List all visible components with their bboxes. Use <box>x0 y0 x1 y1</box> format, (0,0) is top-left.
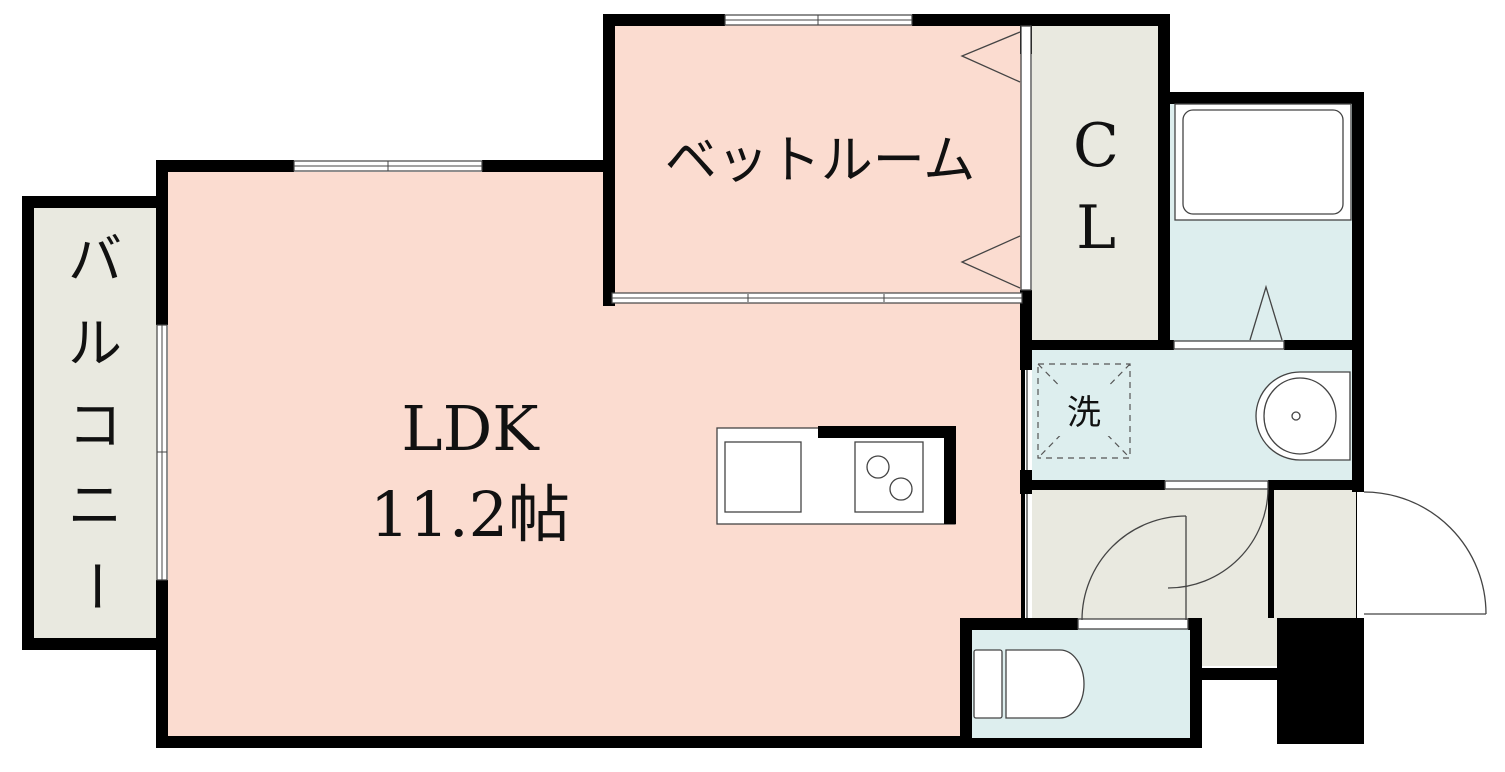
balcony-char-5: ー <box>64 559 127 613</box>
stove-burner-1 <box>866 455 890 479</box>
washer-label: 洗 <box>1067 393 1101 433</box>
wall-ldk-bottom <box>156 736 971 748</box>
balcony-char-4: ニ <box>68 474 122 537</box>
wall-balcony-left <box>22 196 34 648</box>
bathtub <box>1174 103 1352 221</box>
kitchen-sink <box>724 441 802 513</box>
wall-ldk-left-lower <box>156 580 168 748</box>
washing-machine-space <box>1037 363 1131 459</box>
wall-closet-bottom <box>1020 340 1170 350</box>
wall-balcony-bottom <box>22 638 168 650</box>
bedroom-sliding-partition <box>611 292 1023 304</box>
wall-ldk-top-a <box>156 160 294 172</box>
kitchen-counter <box>716 426 956 525</box>
wash-basin <box>1255 371 1351 461</box>
wall-wash-bottom-a <box>1020 480 1165 490</box>
wall-bath-bottom-b <box>1284 340 1364 350</box>
windows <box>156 14 913 581</box>
ldk-floor <box>168 172 1025 738</box>
wall-bath-bottom-a <box>1158 340 1174 350</box>
kitchen-stove <box>854 441 924 513</box>
washer-mark-bg <box>1058 386 1110 436</box>
wall-wash-bottom-b <box>1268 480 1364 490</box>
balcony-char-1: バ <box>68 228 122 291</box>
wall-entry-mid <box>1268 488 1274 618</box>
entry-floor <box>1272 488 1356 618</box>
wall-bedroom-left <box>603 14 615 306</box>
toilet-fixture <box>973 649 1085 719</box>
wall-balcony-top <box>22 196 168 208</box>
closet-label-c: C <box>1073 111 1119 181</box>
wall-wash-left-a <box>1020 340 1032 370</box>
wall-hall-bottom <box>1200 668 1280 680</box>
balcony-floor <box>32 206 158 640</box>
wall-ldk-top-b <box>482 160 612 172</box>
wall-bedroom-top-a <box>603 14 725 26</box>
bedroom-label: ベットルーム <box>665 131 975 191</box>
wall-toilet-left <box>960 618 972 748</box>
wall-bath-top <box>1158 92 1364 104</box>
closet-doors <box>960 25 1032 291</box>
wall-ldk-right-thin <box>1021 370 1025 620</box>
wall-bedroom-top-b <box>912 14 1170 26</box>
wall-closet-left-lower <box>1020 290 1032 346</box>
wall-closet-right <box>1158 14 1170 346</box>
walls <box>22 14 1364 748</box>
balcony-char-3: コ <box>68 394 122 457</box>
ldk-label: LDK <box>401 392 540 465</box>
wall-toilet-right <box>1190 618 1202 748</box>
balcony-label: バ ル コ ニ ー <box>64 228 127 613</box>
stove-burner-2 <box>889 477 913 501</box>
doors <box>1026 340 1487 630</box>
shower-mark <box>1249 284 1283 341</box>
closet-label-l: L <box>1076 193 1116 263</box>
balcony-char-2: ル <box>68 312 122 375</box>
wall-toilet-bottom <box>960 738 1202 748</box>
bedroom-floor <box>612 24 1026 299</box>
wall-bath-right <box>1352 92 1364 492</box>
wall-entry-block <box>1277 618 1364 744</box>
closet-floor <box>1032 24 1160 340</box>
ldk-size-label: 11.2帖 <box>370 478 570 551</box>
wall-toilet-top-a <box>960 618 1078 630</box>
wall-ldk-left-upper <box>156 160 168 325</box>
